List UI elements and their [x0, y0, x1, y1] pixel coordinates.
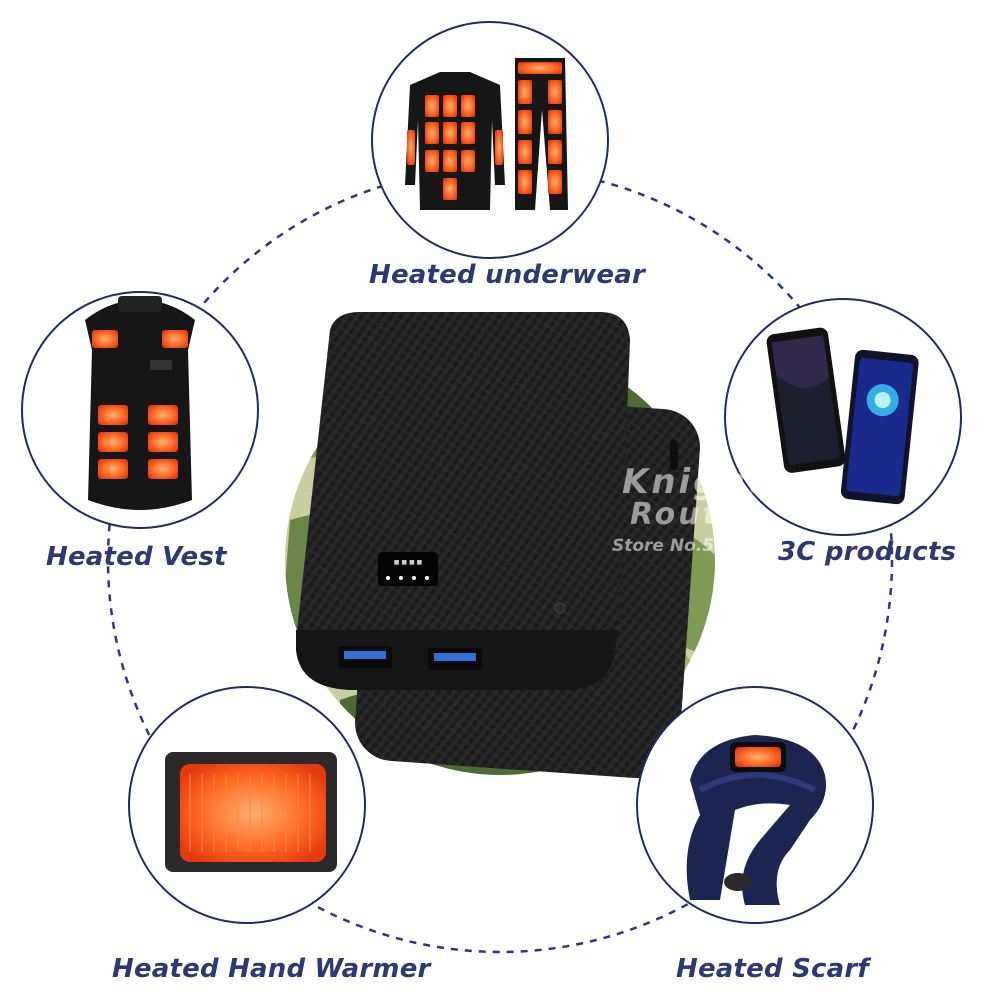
underwear-item	[371, 21, 609, 259]
scarf-controller-icon	[724, 873, 752, 891]
label-heated-scarf: Heated Scarf	[676, 954, 869, 984]
vest-item	[21, 291, 259, 529]
scarf-item	[636, 686, 874, 924]
svg-text:■ ■ ■ ■: ■ ■ ■ ■	[394, 559, 423, 566]
label-heated-vest: Heated Vest	[46, 542, 227, 572]
power-bank-front: ■ ■ ■ ■	[296, 312, 630, 690]
phones-item	[724, 298, 962, 536]
hand-warmer-item	[128, 686, 366, 924]
watermark-line-1: Knight	[622, 462, 768, 502]
led-display	[378, 552, 438, 586]
label-3c-products: 3C products	[778, 537, 957, 567]
smartphone-dark-icon	[766, 327, 846, 473]
smartphone-blue-icon	[840, 349, 919, 505]
heated-vest-icon	[85, 300, 195, 510]
heating-pad-icon	[180, 764, 326, 862]
watermark-line-3: Store No.5603231	[612, 536, 786, 556]
dashed-connector-ring	[106, 166, 894, 954]
label-heated-underwear: Heated underwear	[369, 260, 645, 290]
label-heated-hand-warmer: Heated Hand Warmer	[112, 954, 431, 984]
watermark-line-2: Route	[630, 497, 744, 532]
power-button	[554, 602, 566, 614]
